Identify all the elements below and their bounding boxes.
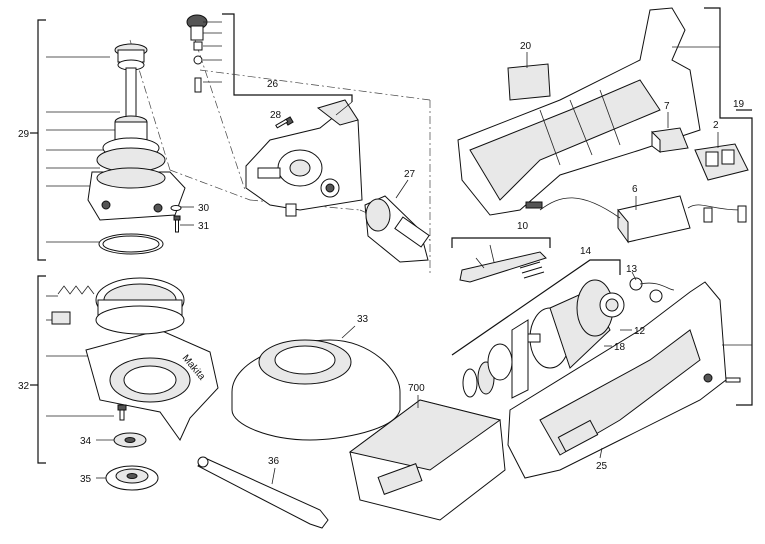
part-26-gear-housing [245,99,363,217]
part-28-screw [275,116,294,129]
part-31-screw [173,215,181,233]
part-2-terminal-block [694,143,749,181]
part-32-wheel-guard: Makita [85,329,219,441]
callout-700: 700 [408,383,425,394]
bracket-19 [704,7,753,406]
callout-12: 12 [634,326,646,337]
part-30-washer [170,205,182,211]
callout-14: 14 [580,246,592,257]
callout-18: 18 [614,342,626,353]
callout-10: 10 [517,221,529,232]
switch-button-parts [186,14,222,93]
callout-33: 33 [357,314,369,325]
callout-19: 19 [733,99,745,110]
leader-lines-other [526,52,719,459]
part-guard-clamp-ring [95,277,185,335]
callout-28: 28 [270,110,282,121]
callout-35: 35 [80,474,92,485]
callout-27: 27 [404,169,416,180]
part-25-motor-housing-bottom [507,281,752,479]
part-screw-guard [117,404,127,421]
callout-20: 20 [520,41,532,52]
callout-36: 36 [268,456,280,467]
callout-7: 7 [664,101,670,112]
bracket-29 [30,19,46,261]
callout-34: 34 [80,436,92,447]
callout-30: 30 [198,203,210,214]
bracket-32 [30,275,46,464]
part-spring-clip [51,285,95,325]
part-18-armature [515,279,614,369]
part-7-block [651,127,689,153]
callout-31: 31 [198,221,210,232]
callout-26: 26 [267,79,279,90]
callout-6: 6 [632,184,638,195]
bracket-26 [222,13,353,102]
part-27-armature-shaft [364,179,430,263]
part-13-brush [629,277,675,303]
leader-lines-left [46,56,194,479]
part-19-motor-housing-top [457,7,720,216]
bracket-10 [451,237,551,248]
part-35-lock-nut [105,465,159,491]
part-14-bearing-set [462,319,529,399]
part-29-spindle-assembly [87,43,186,255]
part-700-battery [348,395,506,521]
part-12-brush-holder [599,292,625,318]
part-36-lock-nut-wrench [197,456,329,529]
part-34-inner-flange [113,432,147,448]
callout-32: 32 [18,381,30,392]
callout-29: 29 [18,129,30,140]
part-20-label-plate [507,63,551,101]
part-33-large-wheel-guard [231,325,401,441]
callout-25: 25 [596,461,608,472]
callout-13: 13 [626,264,638,275]
bracket-14 [451,259,621,356]
part-10-switch-lever [459,244,547,283]
callout-2: 2 [713,120,719,131]
